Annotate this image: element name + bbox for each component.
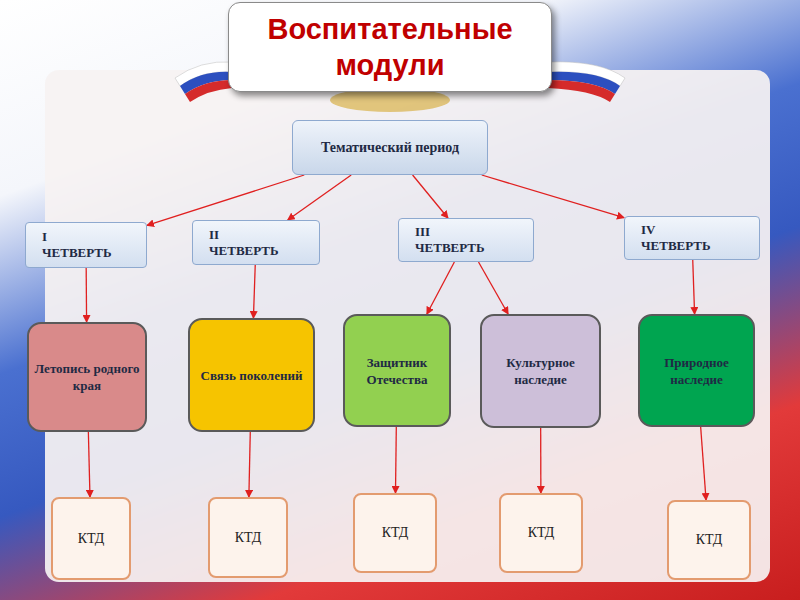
quarter-box: I ЧЕТВЕРТЬ — [25, 222, 147, 268]
arrow-connector — [88, 432, 90, 497]
arrow-connector — [147, 175, 304, 225]
left-ribbon — [175, 62, 232, 102]
ktd-box: КТД — [51, 497, 131, 580]
module-box: Связь поколений — [188, 318, 315, 432]
arrow-connector — [395, 427, 397, 493]
title-text: Воспитательные модули — [240, 11, 540, 83]
node-label: КТД — [696, 532, 723, 548]
node-label: Связь поколений — [201, 367, 303, 384]
node-label: Летопись родного края — [33, 360, 141, 394]
arrow-connector — [288, 175, 351, 220]
arrow-connector — [701, 427, 706, 500]
arrow-connector — [249, 432, 250, 497]
node-label: КТД — [382, 525, 409, 541]
ktd-box: КТД — [208, 497, 288, 578]
module-box: Летопись родного края — [27, 322, 147, 432]
module-box: Природное наследие — [638, 314, 755, 427]
ktd-box: КТД — [353, 493, 437, 573]
module-box: Культурное наследие — [480, 314, 601, 428]
quarter-box: IV ЧЕТВЕРТЬ — [624, 216, 760, 260]
module-box: Защитник Отечества — [343, 314, 451, 427]
arrow-connector — [86, 268, 88, 322]
arrow-connector — [479, 262, 509, 314]
node-label: Природное наследие — [644, 354, 749, 388]
node-label: Тематический период — [321, 140, 459, 156]
arrow-connector — [482, 175, 624, 218]
quarter-box: II ЧЕТВЕРТЬ — [192, 220, 320, 265]
arrow-connector — [253, 265, 255, 318]
ktd-box: КТД — [499, 493, 583, 573]
arrow-connector — [540, 428, 542, 493]
title-box: Воспитательные модули — [228, 2, 552, 92]
node-label: Культурное наследие — [486, 354, 595, 388]
node-label: КТД — [528, 525, 555, 541]
quarter-box: III ЧЕТВЕРТЬ — [398, 218, 534, 262]
node-label: КТД — [78, 531, 105, 547]
node-label: IV ЧЕТВЕРТЬ — [641, 222, 711, 254]
right-ribbon — [548, 62, 625, 102]
node-label: КТД — [235, 530, 262, 546]
node-label: II ЧЕТВЕРТЬ — [209, 227, 279, 259]
node-label: I ЧЕТВЕРТЬ — [42, 229, 112, 261]
arrow-connector — [693, 260, 695, 314]
ktd-box: КТД — [667, 500, 751, 580]
arrow-connector — [427, 262, 454, 314]
node-label: Защитник Отечества — [349, 354, 445, 388]
node-label: III ЧЕТВЕРТЬ — [415, 224, 485, 256]
period-box: Тематический период — [292, 120, 488, 175]
arrow-connector — [413, 175, 448, 218]
